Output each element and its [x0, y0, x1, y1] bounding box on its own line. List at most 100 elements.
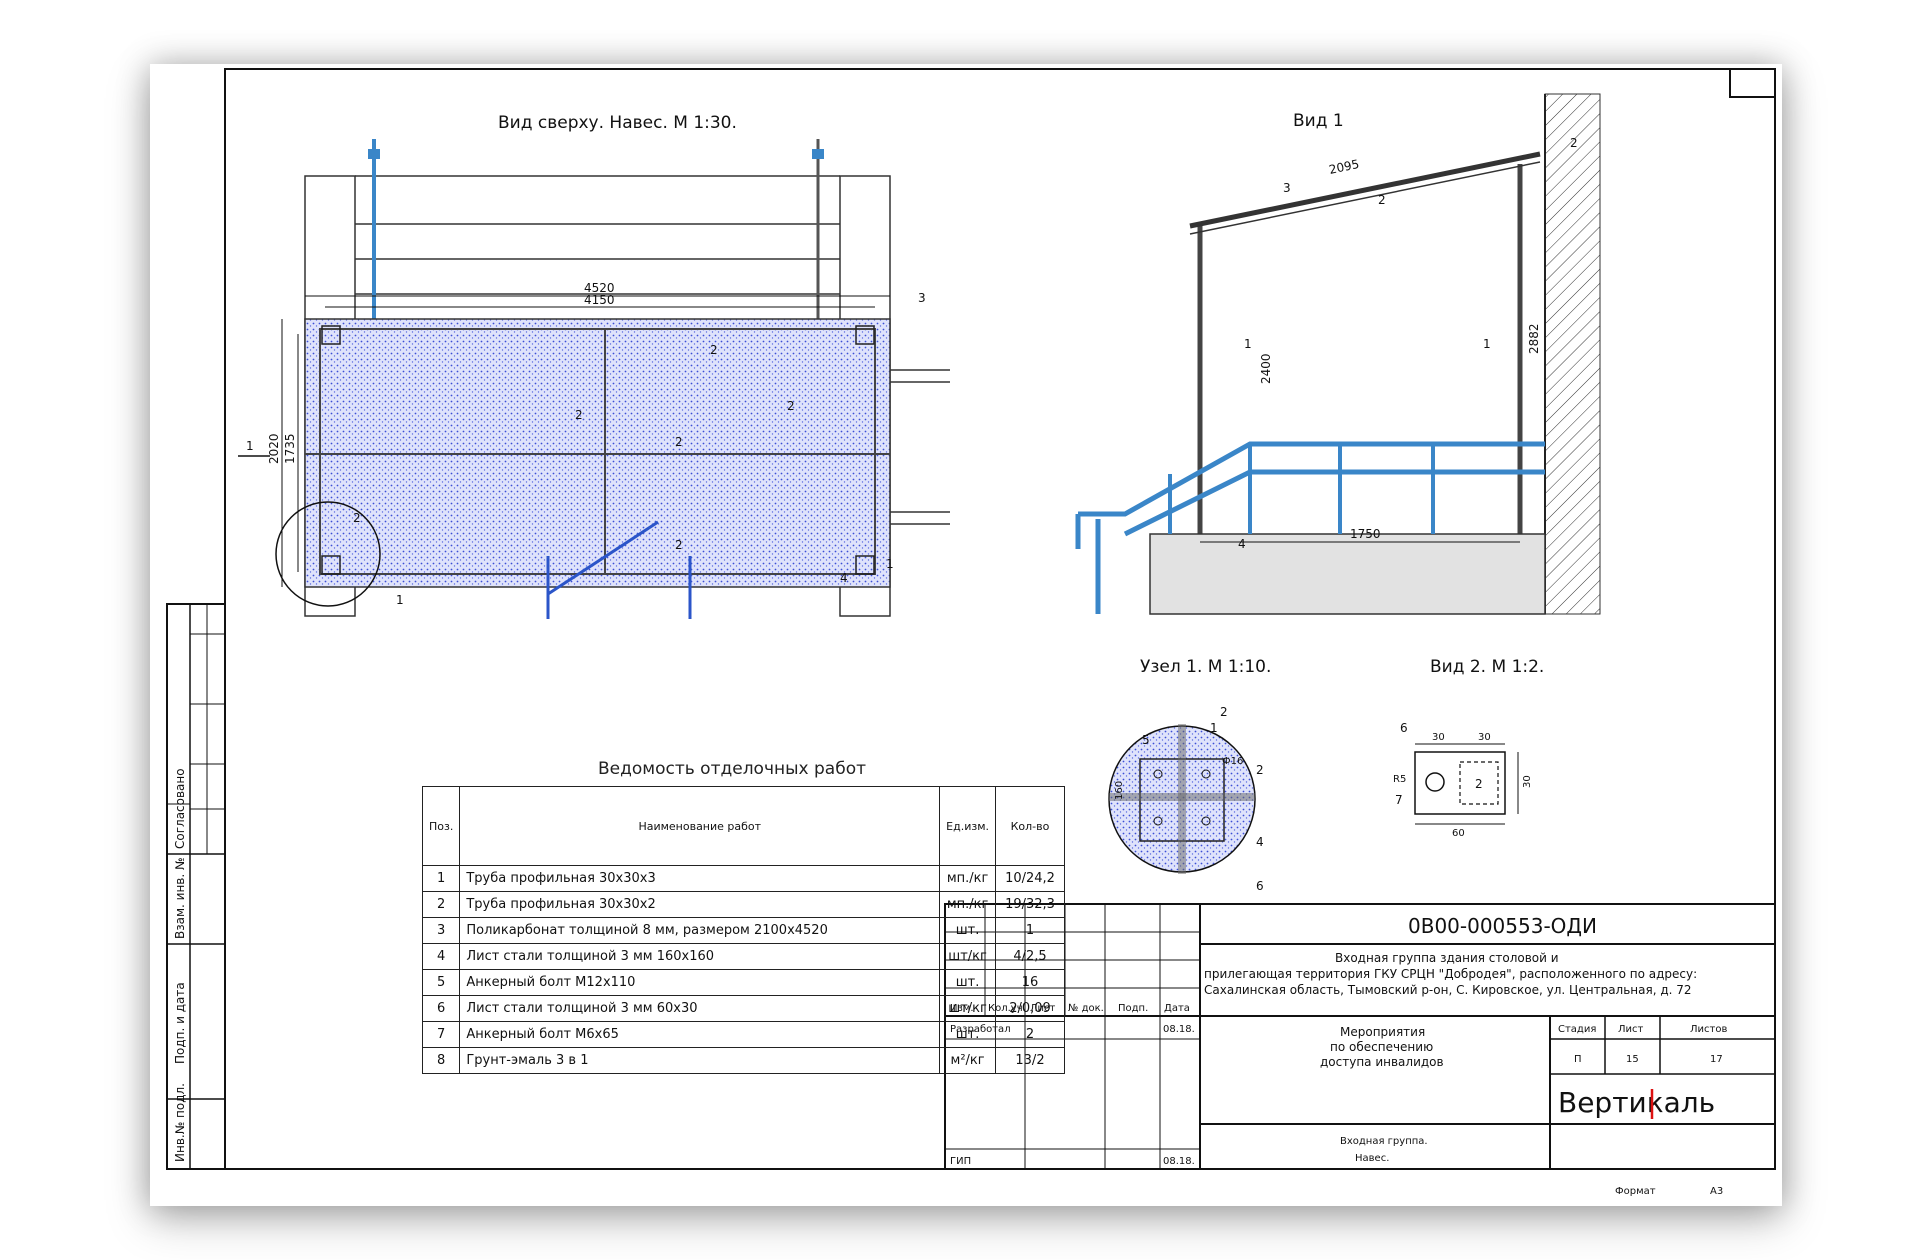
spec-cell-unit: шт. [939, 969, 996, 996]
stamp-inv-orig: Инв.№ подл. [173, 1083, 187, 1162]
spec-cell-unit: шт. [939, 1021, 996, 1048]
view2-radius: R5 [1393, 774, 1406, 785]
stage-label: Стадия [1558, 1024, 1596, 1035]
view1-title: Вид 1 [1293, 111, 1344, 131]
spec-cell-pos: 1 [421, 865, 461, 892]
title-block: Изм. Кол.уч. Лист № док. Подп. Дата Разр… [944, 903, 1776, 1197]
spec-cell-qty: 16 [995, 969, 1065, 996]
spec-cell-name: Труба профильная 30х30х2 [459, 891, 941, 918]
side-stamp: Согласовано Взам. инв. № Подп. и дата Ин… [166, 603, 226, 1170]
format-label: Формат [1615, 1186, 1656, 1197]
spec-cell-pos: 5 [421, 969, 461, 996]
node1-bolt: Ф16 [1222, 756, 1243, 767]
spec-cell-qty: 13/2 [995, 1047, 1065, 1074]
doc-title-3: доступа инвалидов [1320, 1055, 1444, 1069]
sheets-label: Листов [1690, 1024, 1727, 1035]
spec-cell-name: Лист стали толщиной 3 мм 60х30 [459, 995, 941, 1022]
spec-h-qty: Кол-во [995, 786, 1065, 866]
spec-cell-unit: м²/кг [939, 1047, 996, 1074]
spec-table: Поз. Наименование работ Ед.изм. Кол-во 1… [421, 786, 1065, 1074]
spec-cell-unit: шт/кг [939, 995, 996, 1022]
stamp-inv-replace: Взам. инв. № [173, 858, 187, 939]
drawing-sheet: Вид сверху. Навес. М 1:30. [150, 64, 1782, 1206]
sheet-title-2: Навес. [1355, 1153, 1389, 1164]
spec-cell-name: Поликарбонат толщиной 8 мм, размером 210… [459, 917, 941, 944]
view2-callout-7: 7 [1395, 793, 1403, 807]
node1-title: Узел 1. М 1:10. [1140, 657, 1271, 677]
corner-box [1729, 68, 1776, 98]
spec-cell-qty: 19/32,3 [995, 891, 1065, 918]
view-2: Вид 2. М 1:2. 30 30 60 30 R5 2 6 7 [1393, 657, 1544, 839]
stage-value: П [1574, 1054, 1582, 1065]
format-value: А3 [1710, 1186, 1723, 1197]
spec-cell-qty: 2 [995, 1021, 1065, 1048]
view2-callout-6: 6 [1400, 721, 1408, 735]
node1-callout-6: 6 [1256, 879, 1264, 893]
doc-title-2: по обеспечению [1330, 1040, 1433, 1054]
company-logo: Вертикаль [1558, 1086, 1715, 1119]
node-1: Узел 1. М 1:10. 160 Ф16 1 2 2 4 5 6 [1108, 657, 1271, 893]
view2-callout-2: 2 [1475, 777, 1483, 791]
node1-callout-1: 1 [1210, 721, 1218, 735]
callout-v1-1b: 1 [1483, 337, 1491, 351]
developed-date: 08.18. [1163, 1024, 1195, 1035]
spec-cell-name: Труба профильная 30х30х3 [459, 865, 941, 892]
view-1: Вид 1 1750 2400 2882 2095 1 1 2 2 3 4 [1075, 93, 1601, 615]
spec-h-name: Наименование работ [459, 786, 941, 866]
hdr-podp: Подп. [1118, 1003, 1148, 1014]
view2-dim-side: 30 [1522, 775, 1533, 788]
callout-v1-1a: 1 [1244, 337, 1252, 351]
spec-cell-pos: 3 [421, 917, 461, 944]
callout-top-2c: 2 [675, 435, 683, 449]
callout-v1-2b: 2 [1570, 136, 1578, 150]
node1-dim: 160 [1114, 781, 1125, 800]
view2-title: Вид 2. М 1:2. [1430, 657, 1544, 677]
view2-dim-total: 60 [1452, 828, 1465, 839]
top-view-title: Вид сверху. Навес. М 1:30. [498, 113, 737, 133]
gip-label: ГИП [950, 1156, 971, 1167]
spec-cell-qty: 10/24,2 [995, 865, 1065, 892]
spec-cell-pos: 2 [421, 891, 461, 918]
spec-cell-qty: 1 [995, 917, 1065, 944]
project-line3: Сахалинская область, Тымовский р-он, С. … [1204, 983, 1692, 997]
spec-cell-name: Анкерный болт М6х65 [459, 1021, 941, 1048]
drawing-canvas: Вид сверху. Навес. М 1:30. [166, 68, 1776, 1197]
callout-top-4: 4 [840, 571, 848, 585]
callout-top-1b: 1 [886, 557, 894, 571]
view-marker: 1 [246, 439, 254, 453]
view2-dim-a: 30 [1432, 732, 1445, 743]
callout-v1-3: 3 [1283, 181, 1291, 195]
spec-h-unit: Ед.изм. [939, 786, 996, 866]
spec-cell-unit: шт. [939, 917, 996, 944]
callout-top-2e: 2 [675, 538, 683, 552]
spec-h-pos: Поз. [421, 786, 461, 866]
dim-4150: 4150 [584, 293, 615, 307]
spec-cell-unit: мп./кг [939, 865, 996, 892]
spec-cell-unit: шт/кг [939, 943, 996, 970]
spec-cell-pos: 7 [421, 1021, 461, 1048]
spec-cell-name: Анкерный болт М12х110 [459, 969, 941, 996]
dim-2882: 2882 [1527, 323, 1541, 354]
sheet-value: 15 [1626, 1054, 1639, 1065]
top-view: Вид сверху. Навес. М 1:30. [238, 113, 950, 619]
spec-cell-pos: 6 [421, 995, 461, 1022]
callout-top-3: 3 [918, 291, 926, 305]
callout-top-2d: 2 [710, 343, 718, 357]
sheets-value: 17 [1710, 1054, 1723, 1065]
dim-1750: 1750 [1350, 527, 1381, 541]
node1-callout-2b: 2 [1256, 763, 1264, 777]
node1-callout-5: 5 [1142, 733, 1150, 747]
dim-2095: 2095 [1328, 157, 1361, 177]
spec-cell-qty: 4/2,5 [995, 943, 1065, 970]
node1-callout-2: 2 [1220, 705, 1228, 719]
spec-header-row: Поз. Наименование работ Ед.изм. Кол-во [421, 786, 1065, 866]
spec-cell-unit: мп./кг [939, 891, 996, 918]
callout-top-2b: 2 [575, 408, 583, 422]
